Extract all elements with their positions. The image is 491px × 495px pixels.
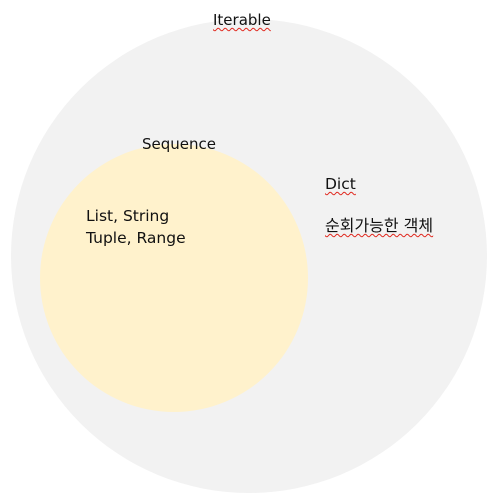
sequence-circle xyxy=(40,144,308,412)
sequence-member-line-2: Tuple, Range xyxy=(86,229,186,247)
dict-text: Dict xyxy=(325,175,356,193)
iterable-description-text: 순회가능한 객체 xyxy=(325,216,434,235)
iterable-label: Iterable xyxy=(213,11,271,29)
iterable-description: 순회가능한 객체 xyxy=(325,216,433,235)
sequence-member-line-1: List, String xyxy=(86,207,170,225)
sequence-members: List, String Tuple, Range xyxy=(86,205,186,249)
dict-label: Dict xyxy=(325,175,356,194)
sequence-label: Sequence xyxy=(142,135,216,153)
